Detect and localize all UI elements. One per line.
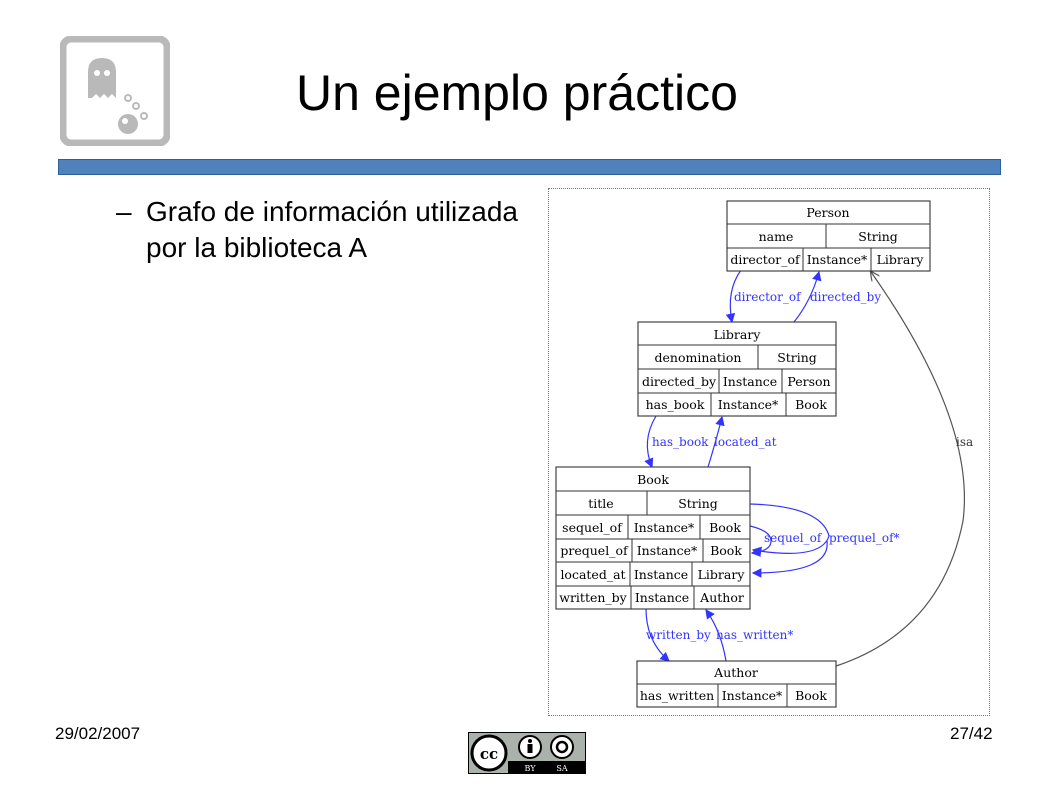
edge-label-has-book: has_book (652, 435, 709, 449)
person-cell: Library (877, 252, 925, 267)
book-cell: Instance* (637, 543, 698, 558)
book-cell: Instance (634, 567, 688, 582)
class-graph-diagram: director_of directed_by has_book located… (548, 188, 990, 716)
library-cell: Person (787, 374, 830, 389)
page-number: 27/42 (950, 724, 993, 743)
book-header: Book (637, 472, 669, 487)
library-cell: directed_by (642, 374, 717, 389)
author-cell: has_written (640, 688, 714, 703)
library-header: Library (714, 327, 762, 342)
edge-label-prequel-of: prequel_of* (829, 531, 900, 545)
author-cell: Book (795, 688, 827, 703)
book-cell: Book (710, 543, 742, 558)
person-cell: name (759, 229, 794, 244)
book-cell: Library (698, 567, 746, 582)
title-underline-bar (58, 159, 1001, 175)
book-cell: Instance* (634, 520, 695, 535)
ghost-logo-icon (60, 36, 170, 146)
bullet-text: Grafo de información utilizada por la bi… (146, 196, 518, 263)
svg-text:cc: cc (480, 745, 498, 763)
book-cell: located_at (560, 567, 625, 582)
slide-title: Un ejemplo práctico (296, 65, 738, 121)
cc-sa-label: SA (556, 764, 567, 773)
cc-by-sa-license-icon: cc BY SA (468, 732, 586, 774)
edge-label-written-by: written_by (646, 628, 711, 642)
book-cell: sequel_of (562, 520, 623, 535)
person-header: Person (806, 205, 849, 220)
edge-label-isa: isa (956, 435, 973, 449)
book-cell: String (678, 496, 718, 511)
library-cell: Instance* (718, 397, 779, 412)
edge-label-directed-by: directed_by (810, 290, 881, 304)
library-cell: denomination (655, 350, 742, 365)
bullet-dash: – (116, 196, 132, 227)
book-cell: prequel_of (560, 543, 629, 558)
library-cell: String (777, 350, 817, 365)
person-cell: Instance* (807, 252, 868, 267)
cc-by-label: BY (524, 764, 536, 773)
library-cell: Book (795, 397, 827, 412)
book-cell: written_by (559, 590, 627, 605)
edge-label-has-written: has_written* (716, 628, 793, 642)
author-header: Author (713, 665, 758, 680)
book-cell: title (588, 496, 613, 511)
edge-label-sequel-of: sequel_of (764, 531, 823, 545)
footer-date: 29/02/2007 (55, 724, 141, 743)
book-cell: Instance (635, 590, 689, 605)
person-cell: director_of (730, 252, 801, 267)
author-cell: Instance* (722, 688, 783, 703)
library-cell: has_book (646, 397, 705, 412)
library-cell: Instance (723, 374, 777, 389)
edge-label-located-at: located_at (714, 435, 777, 449)
edge-label-director-of: director_of (734, 290, 802, 304)
person-cell: String (858, 229, 898, 244)
book-cell: Author (699, 590, 744, 605)
book-cell: Book (709, 520, 741, 535)
